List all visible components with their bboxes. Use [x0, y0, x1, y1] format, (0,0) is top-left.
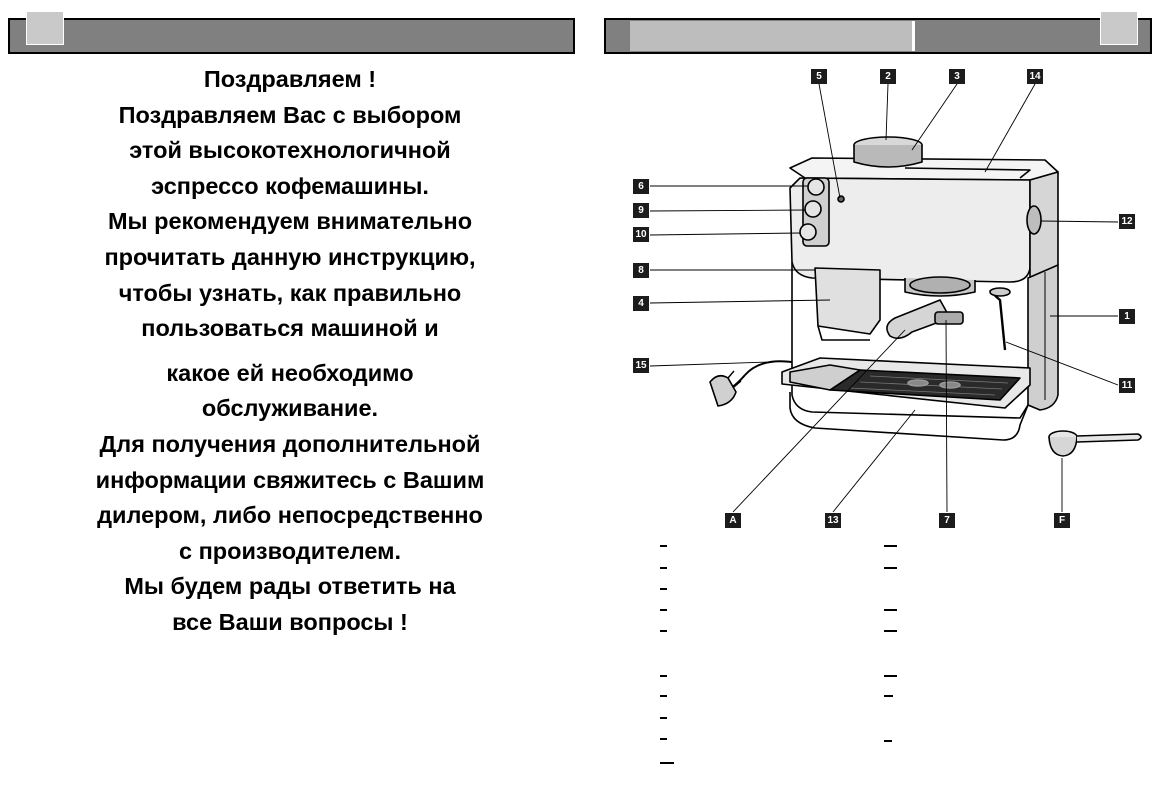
intro-line: обслуживание. [201, 395, 379, 422]
label-4: 4 [633, 296, 649, 311]
legend-dash [884, 695, 893, 697]
label-11: 11 [1119, 378, 1135, 393]
right-header-square [1100, 11, 1138, 45]
legend-dash [884, 630, 897, 632]
intro-line: пользоваться машиной и [141, 315, 439, 342]
espresso-machine-diagram [649, 83, 1142, 513]
label-2: 2 [880, 69, 896, 84]
intro-line: эспрессо кофемашины. [151, 172, 429, 199]
legend-dash [884, 609, 897, 611]
intro-line: Мы рекомендуем внимательно [107, 208, 473, 235]
intro-line: чтобы узнать, как правильно [118, 279, 462, 306]
intro-line: этой высокотехнологичной [129, 137, 451, 164]
left-header-square [26, 11, 64, 45]
legend-dash [660, 675, 667, 677]
label-7: 7 [939, 513, 955, 528]
label-1: 1 [1119, 309, 1135, 324]
legend-dash [660, 630, 667, 632]
label-13: 13 [825, 513, 841, 528]
intro-line: прочитать данную инструкцию, [104, 243, 476, 270]
label-6: 6 [633, 179, 649, 194]
left-header-bar [8, 11, 575, 54]
label-9: 9 [633, 203, 649, 218]
legend-dash [660, 717, 667, 719]
label-3: 3 [949, 69, 965, 84]
legend-dash [660, 588, 667, 590]
label-15: 15 [633, 358, 649, 373]
legend-dash [884, 675, 897, 677]
legend-dash [884, 567, 897, 569]
intro-line: Поздравляем ! [203, 66, 377, 92]
label-5: 5 [811, 69, 827, 84]
right-header-bar [604, 11, 1152, 54]
intro-text: Поздравляем ! Поздравляем Вас с выбором … [0, 62, 580, 641]
label-A: A [725, 513, 741, 528]
intro-line: дилером, либо непосредственно [97, 502, 483, 529]
label-10: 10 [633, 227, 649, 242]
legend-dash [660, 695, 667, 697]
legend-dash [884, 740, 892, 742]
label-14: 14 [1027, 69, 1043, 84]
intro-line: Для получения дополнительной [99, 430, 481, 457]
label-12: 12 [1119, 214, 1135, 229]
intro-line: Мы будем рады ответить на [124, 573, 456, 600]
label-8: 8 [633, 263, 649, 278]
legend-dash [660, 609, 667, 611]
legend-dash [660, 545, 667, 547]
legend-dash [660, 738, 667, 740]
right-header-strip [630, 21, 915, 51]
intro-line: все Ваши вопросы ! [172, 608, 408, 635]
intro-line: с производителем. [178, 537, 402, 564]
intro-line: какое ей необходимо [166, 359, 414, 386]
intro-line: информации свяжитесь с Вашим [95, 466, 485, 493]
legend-dash [660, 567, 667, 569]
legend-dash [660, 762, 674, 764]
label-F: F [1054, 513, 1070, 528]
legend-dash [884, 545, 897, 547]
intro-line: Поздравляем Вас с выбором [118, 101, 462, 128]
